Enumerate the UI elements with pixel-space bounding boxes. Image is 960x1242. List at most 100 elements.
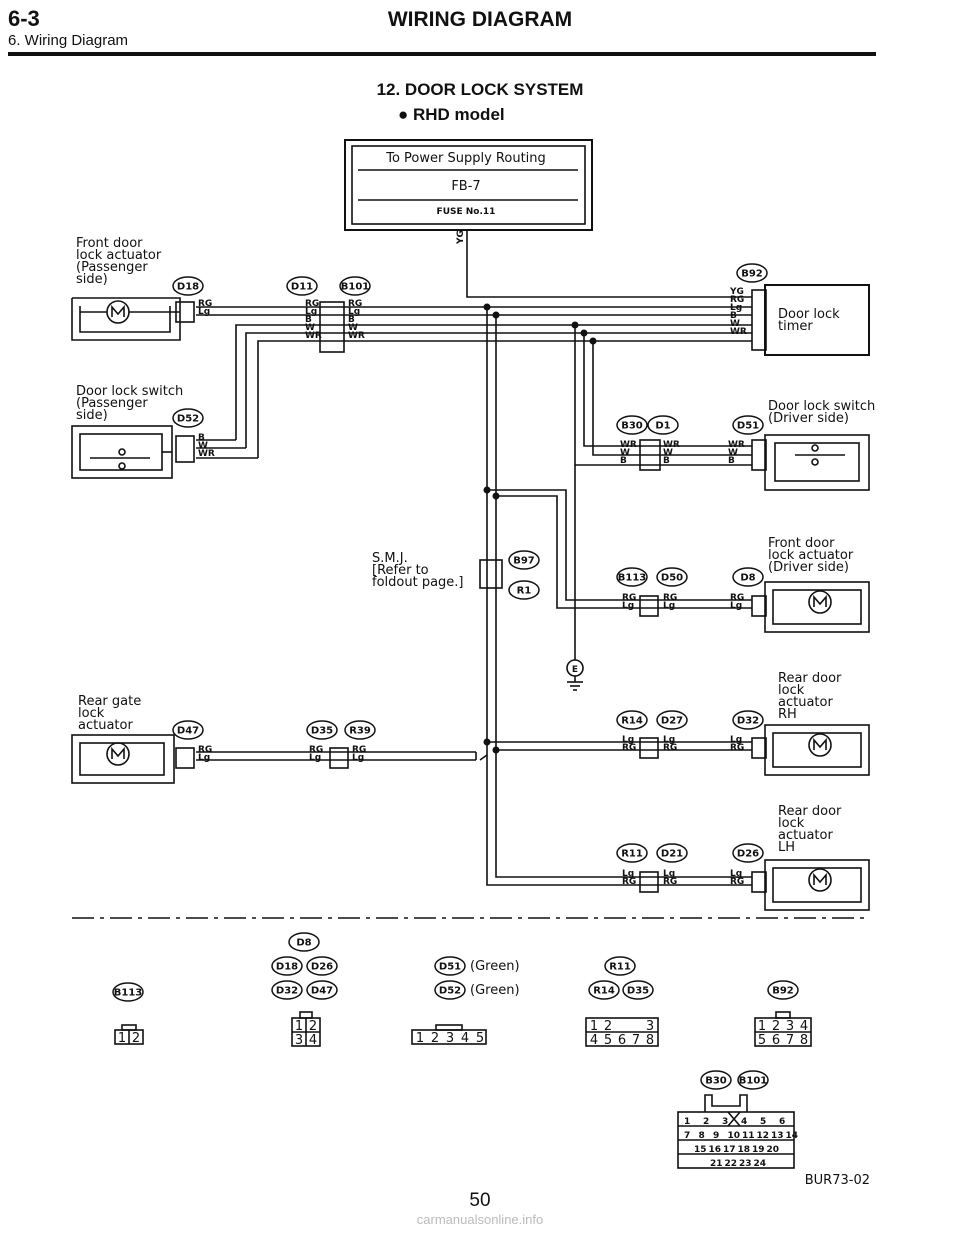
- connector-id: B97: [513, 556, 535, 567]
- wire-label: Lg: [663, 601, 675, 611]
- label-switch-pass-line: Door lock switch: [76, 384, 183, 399]
- wire-label: RG: [622, 593, 636, 603]
- wire-label: W: [620, 448, 630, 458]
- label-front-door-pass-line: side): [76, 272, 108, 287]
- ground-label: E: [572, 665, 578, 675]
- splice-dots: [483, 303, 597, 754]
- connector-bubble: [344, 720, 376, 740]
- connector-id: D32: [737, 716, 759, 727]
- pin-number: 17: [723, 1145, 736, 1155]
- component-rear-gate: [71, 734, 175, 784]
- connector-bubble: [732, 843, 764, 863]
- wire-label: Lg: [663, 735, 675, 745]
- label-rear-gate-line: actuator: [78, 718, 133, 733]
- wire-label: YG: [729, 287, 744, 297]
- connector-id: B92: [741, 269, 763, 280]
- label-timer-line: timer: [778, 319, 813, 334]
- label-switch-drv-line: (Driver side): [768, 411, 849, 426]
- connector-id: B113: [114, 988, 143, 999]
- label-front-door-drv-line: lock actuator: [768, 548, 854, 563]
- connector-id: D32: [276, 986, 298, 997]
- connector-id: R14: [621, 716, 643, 727]
- wire-label: Lg: [198, 307, 210, 317]
- connector-id: D47: [177, 726, 199, 737]
- label-front-door-pass-line: Front door: [76, 236, 143, 251]
- connector-id: D8: [740, 573, 755, 584]
- connector-bubble: [434, 956, 466, 976]
- connector-bubble: [112, 982, 144, 1002]
- component-front-door-drv: [764, 581, 870, 633]
- wire-label: RG: [663, 877, 677, 887]
- wire-label: RG: [309, 745, 323, 755]
- wire-label: RG: [348, 299, 362, 309]
- wire-label: Lg: [730, 869, 742, 879]
- wire-label: RG: [730, 743, 744, 753]
- pin-number: 2: [132, 1031, 140, 1046]
- connector-bubble: [616, 567, 648, 587]
- wire-label: WR: [728, 440, 745, 450]
- wire-label: WR: [620, 440, 637, 450]
- connector-bubble: [767, 980, 799, 1000]
- component-smj: [479, 559, 503, 589]
- section-subtitle: 6. Wiring Diagram: [8, 32, 129, 49]
- site-footer: carmanualsonline.info: [416, 1212, 544, 1227]
- connector-bubble: [271, 980, 303, 1000]
- pin-number: 11: [742, 1131, 755, 1141]
- power-supply-box: To Power Supply Routing FB-7 FUSE No.11: [344, 139, 593, 231]
- wire-label: W: [305, 323, 315, 333]
- pin-number: 3: [722, 1117, 728, 1127]
- label-front-door-pass-line: (Passenger: [76, 260, 148, 275]
- wire-label: B: [730, 311, 737, 321]
- connector-bubble: [656, 710, 688, 730]
- label-timer-line: Door lock: [778, 307, 840, 322]
- connector-bubble: [306, 980, 338, 1000]
- pin-number: 5: [476, 1031, 484, 1046]
- connector-id: D35: [311, 726, 333, 737]
- component-switch-drv: [764, 434, 870, 491]
- component-switch-pass: [71, 425, 173, 479]
- wire-label: Lg: [348, 307, 360, 317]
- label-rear-lh-line: LH: [778, 840, 795, 855]
- connector-bubble: [588, 980, 620, 1000]
- pin-number: 6: [618, 1033, 626, 1048]
- wire-yg: [466, 230, 752, 298]
- connector-id: B113: [618, 573, 647, 584]
- pin-number: 1: [684, 1117, 690, 1127]
- connector-id: D26: [737, 849, 759, 860]
- connector-id: D21: [661, 849, 683, 860]
- pin-number: 2: [772, 1019, 780, 1034]
- pin-number: 3: [786, 1019, 794, 1034]
- wire-label: B: [198, 433, 205, 443]
- wire-label: Lg: [309, 753, 321, 763]
- pin-number: 20: [767, 1145, 780, 1155]
- power-line3: FUSE No.11: [437, 207, 496, 217]
- connector-bubble: [616, 415, 648, 435]
- wire-label: WR: [663, 440, 680, 450]
- label-rear-rh-line: actuator: [778, 695, 833, 710]
- wire-label: Lg: [352, 753, 364, 763]
- connector-bubble: [508, 550, 540, 570]
- connector-id: D18: [177, 282, 199, 293]
- pin-number: 22: [725, 1159, 738, 1169]
- wire-yg-label: YG: [456, 230, 466, 245]
- wire-label: Lg: [622, 869, 634, 879]
- wire-label: Lg: [663, 869, 675, 879]
- label-rear-gate-line: Rear gate: [78, 694, 141, 709]
- pin-number: 2: [309, 1019, 317, 1034]
- pin-number: 4: [741, 1117, 747, 1127]
- wire-label: W: [348, 323, 358, 333]
- label-smj-line: foldout page.]: [372, 575, 464, 590]
- connector-bubble: [732, 710, 764, 730]
- label-rear-gate-line: lock: [78, 706, 105, 721]
- connector-bubble: [622, 980, 654, 1000]
- component-timer: [764, 284, 870, 356]
- section-number: 6-3: [8, 6, 40, 31]
- label-front-door-pass-line: lock actuator: [76, 248, 162, 263]
- connector-bubble: [172, 408, 204, 428]
- wire-label: W: [730, 319, 740, 329]
- pin-number: 2: [431, 1031, 439, 1046]
- connector-id: D51: [737, 421, 759, 432]
- connector-bubble: [288, 932, 320, 952]
- pin-number: 1: [295, 1019, 303, 1034]
